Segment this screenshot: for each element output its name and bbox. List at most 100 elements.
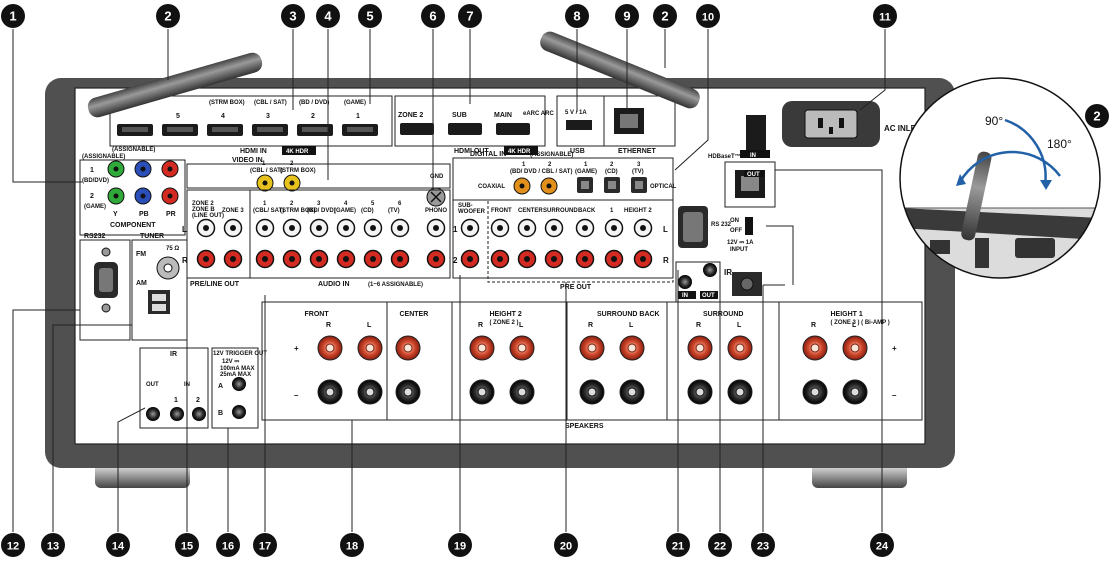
speaker-group-zone: ( ZONE 2 ) (490, 320, 519, 326)
speaker-r-label: R (811, 322, 816, 329)
rca-jack-center (397, 225, 403, 231)
speaker-terminal-core (587, 387, 597, 397)
callout-number: 3 (289, 9, 296, 24)
callout-number: 2 (1093, 109, 1100, 124)
callout-badge (1085, 104, 1109, 128)
component-1-label: (BD/DVD) (82, 178, 109, 184)
ir-left-out: OUT (146, 382, 159, 388)
rca-jack-center (582, 256, 588, 262)
digital-in-title: DIGITAL IN (470, 151, 506, 158)
callout-badge (554, 533, 578, 557)
digital-in-assignable: (ASSIGNABLE) (530, 152, 573, 158)
hdmi-in-port-pins (257, 127, 283, 132)
rca-jack-center (343, 256, 349, 262)
rs232-left-section: RS232 (79, 233, 131, 341)
video-in-2: 2 (290, 161, 294, 167)
speaker-r-label: R (326, 322, 331, 329)
trigger-out-a: A (218, 383, 223, 390)
speaker-terminal-core (365, 343, 375, 353)
callout-badge (41, 533, 65, 557)
callout-number: 2 (661, 9, 668, 24)
callout-number: 4 (324, 9, 332, 24)
hdmi-in-port-pins (347, 127, 373, 132)
speakers-minus-left: – (294, 391, 299, 400)
speaker-terminal-core (735, 387, 745, 397)
callout-number: 1 (9, 9, 16, 24)
rs232-left-label: RS232 (84, 233, 106, 240)
component-pb: PB (139, 211, 149, 218)
callout-badge (156, 4, 180, 28)
callout-number: 16 (222, 541, 234, 553)
digital-c1: 1 (522, 162, 526, 168)
audio-in-port-number: 5 (371, 201, 375, 207)
speaker-group-title: FRONT (305, 311, 330, 318)
ir-mid-in: IN (682, 293, 688, 299)
speaker-r-label: R (478, 322, 483, 329)
callout-number: 11 (879, 12, 891, 24)
speakers-minus-right: – (892, 391, 897, 400)
gnd-terminal: GND (426, 174, 446, 207)
rca-jack-center (551, 225, 557, 231)
speakers-title: SPEAKERS (565, 423, 604, 430)
pre-out-subwoofer: SUB-WOOFER (458, 203, 486, 215)
angle-180: 180° (1047, 137, 1072, 151)
trigger-out-rating: 12V ⎓ (222, 359, 239, 365)
video-in-1-label: (CBL / SAT) (250, 168, 283, 174)
hdmi-in-port-number: 5 (176, 113, 180, 120)
hdmi-in-port-number: 3 (266, 113, 270, 120)
callout-number: 12 (7, 541, 19, 553)
digital-o3-label: (TV) (632, 169, 644, 175)
speaker-terminal-core (810, 387, 820, 397)
callout-number: 6 (429, 9, 436, 24)
speaker-terminal-core (403, 387, 413, 397)
speaker-terminal-core (850, 343, 860, 353)
callout-number: 21 (672, 541, 684, 553)
rca-jack-center (433, 256, 439, 262)
rs232-mid-section: RS 232 (678, 206, 732, 248)
rca-jack-center (611, 256, 617, 262)
phono-label: PHONO (425, 208, 447, 214)
audio-in-port-label: (TV) (388, 208, 400, 214)
component-2-label: (GAME) (84, 204, 106, 210)
callout-number: 13 (47, 541, 59, 553)
component-y: Y (113, 211, 118, 218)
callout-number: 22 (714, 541, 726, 553)
rca-jack-center (551, 256, 557, 262)
hdmi-out-label: HDMI OUT (454, 148, 489, 155)
gnd-label: GND (430, 174, 444, 180)
hdmi-in-port-label: (CBL / SAT) (254, 100, 287, 106)
hdbaset-out: OUT (747, 172, 760, 178)
callout-number: 2 (164, 9, 171, 24)
rca-jack-center (582, 225, 588, 231)
speaker-group-title: HEIGHT 2 (490, 311, 522, 318)
component-section: (ASSIGNABLE) 1 (BD/DVD) 2 (GAME) Y PB PR… (79, 154, 186, 236)
trigger-12v-rating: 12V ⎓ 1A (727, 240, 754, 246)
pre-out-back: BACK (578, 208, 596, 214)
speaker-group-title: SURROUND (703, 311, 743, 318)
ir-mid-out: OUT (702, 293, 715, 299)
hdmi-in-port-label: (GAME) (344, 100, 366, 106)
speaker-terminal-core (517, 387, 527, 397)
rca-jack-center (316, 225, 322, 231)
callout-badge (1, 4, 25, 28)
antenna-rotation-inset: 90° 180° (899, 77, 1101, 279)
digital-c2: 2 (548, 162, 552, 168)
tuner-title: TUNER (140, 233, 164, 240)
rca-jack-center (343, 225, 349, 231)
hdmi-out-zone2: ZONE 2 (398, 112, 423, 119)
usb-label: USB (570, 148, 585, 155)
callout-badge (1, 533, 25, 557)
pre-out-s1: 1 (453, 225, 458, 234)
hdmi-in-port-pins (167, 127, 193, 132)
pre-line-l: L (182, 225, 187, 234)
hdmi-out-arc: eARC ARC (523, 111, 554, 117)
usb-ethernet-section: 5 V / 1A USB ETHERNET (556, 95, 676, 155)
speaker-terminal-core (477, 387, 487, 397)
audio-in-title: AUDIO IN (318, 281, 350, 288)
rca-jack-center (203, 256, 209, 262)
audio-in-port-number: 1 (263, 201, 267, 207)
hdmi-in-port-pins (212, 127, 238, 132)
ir-left-title: IR (170, 351, 177, 358)
hdmi-out-main: MAIN (494, 112, 512, 119)
